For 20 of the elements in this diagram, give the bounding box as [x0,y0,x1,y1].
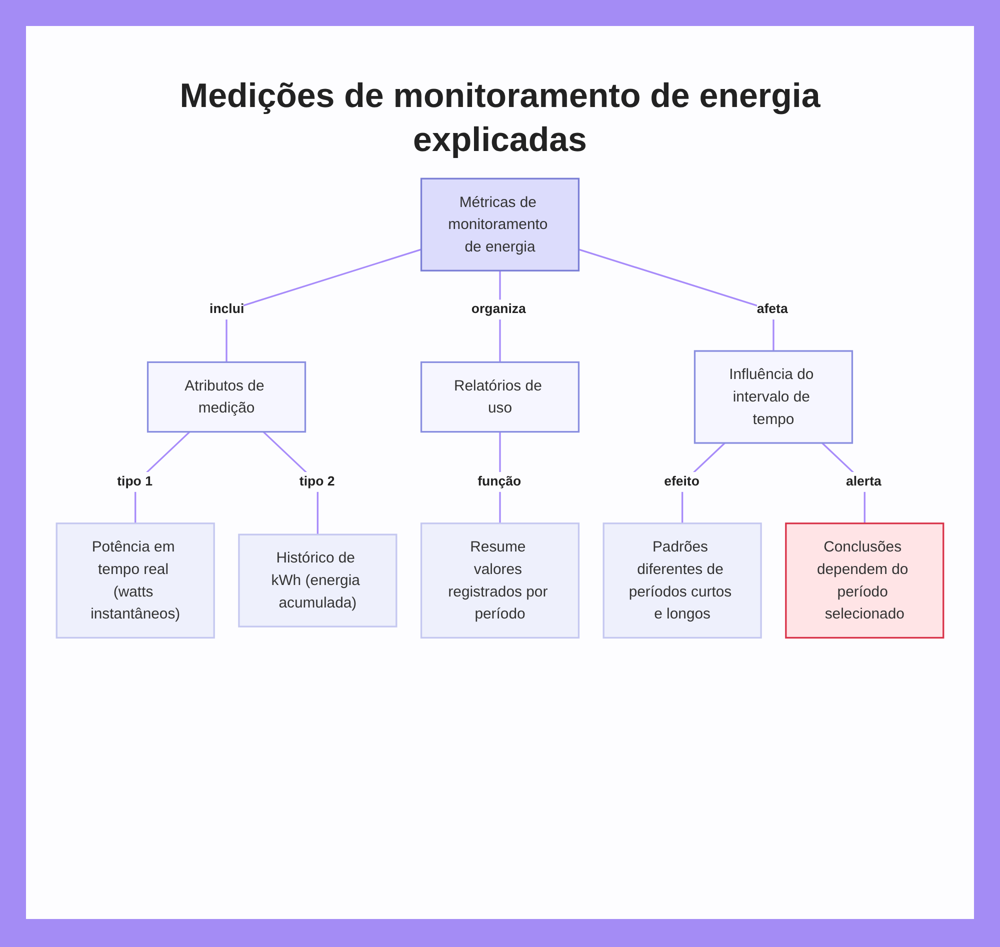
node-box: Influência do intervalo de tempo [694,350,854,444]
node-box: Atributos de medição [146,362,306,433]
node-box: Métricas de monitoramento de energia [420,178,580,272]
node-box: Potência em tempo real (watts instantâneos) [56,522,215,639]
node-box: Resume valores registrados por período [420,522,580,639]
edge-label: efeito [664,474,700,489]
edge-label: inclui [210,302,244,317]
node-box: Histórico de kWh (energia acumulada) [238,534,398,628]
edge-label: função [478,474,522,489]
connector [226,249,422,363]
connector [578,249,774,352]
edge-label: afeta [756,302,788,317]
diagram-title: Medições de monitoramento de energia explicadas [178,76,822,162]
node-box: Conclusões dependem do período selecionado [785,522,944,639]
edge-label: alerta [846,474,882,489]
node-box: Padrões diferentes de períodos curtos e longos [602,522,762,639]
edge-label: tipo 1 [117,474,152,489]
edge-label: organiza [471,302,526,317]
edge-label: tipo 2 [299,474,335,489]
node-box: Relatórios de uso [420,362,580,433]
